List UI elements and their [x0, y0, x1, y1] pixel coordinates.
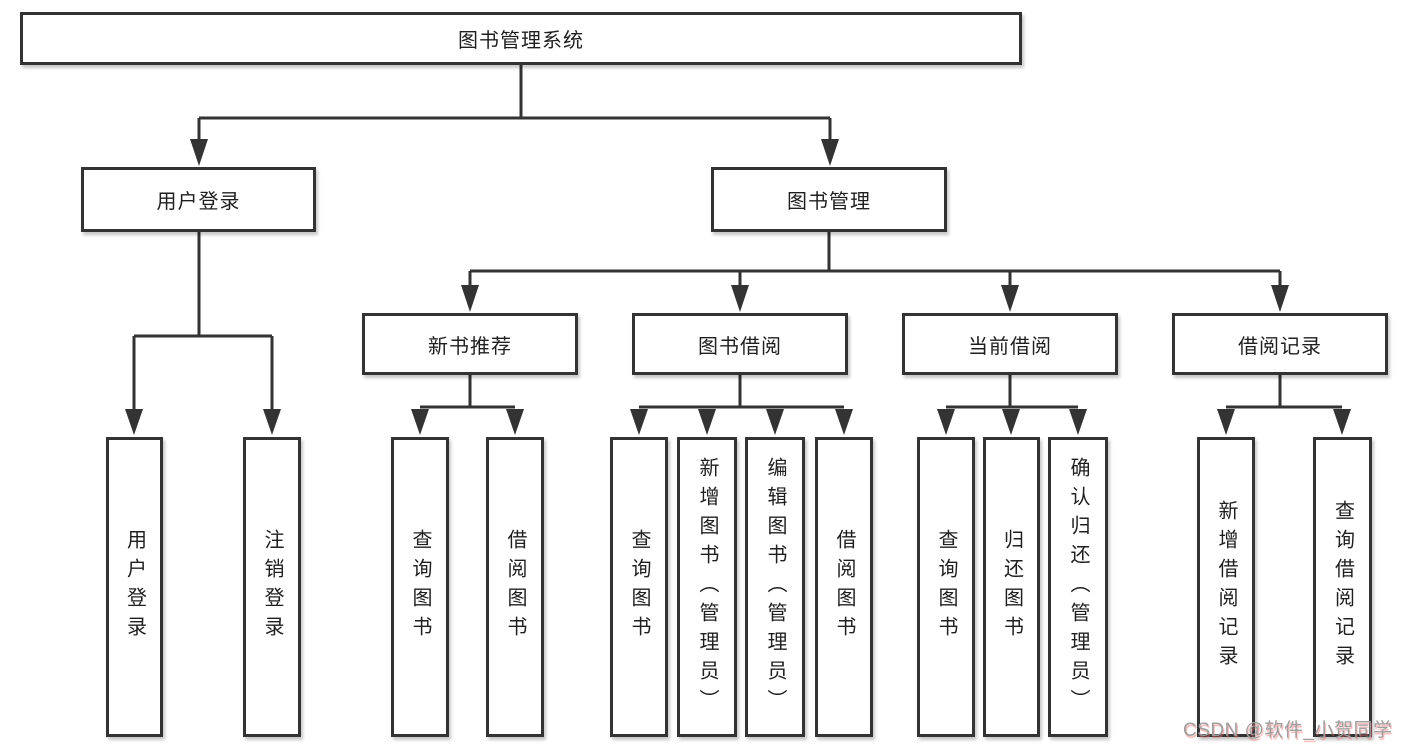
leaf-current-confirm-return-admin: 确认归还（管理员） [1048, 437, 1108, 737]
leaf-borrow-add-book-admin-label: 新增图书（管理员） [696, 456, 718, 718]
node-current-borrow-label: 当前借阅 [968, 335, 1052, 358]
node-book-management-label: 图书管理 [787, 191, 871, 213]
leaf-current-return-books-label: 归还图书 [1000, 529, 1023, 645]
leaf-borrow-edit-book-admin: 编辑图书（管理员） [745, 437, 805, 737]
leaf-current-return-books: 归还图书 [983, 437, 1040, 737]
node-root: 图书管理系统 [20, 12, 1022, 65]
leaf-borrow-borrow-books-label: 借阅图书 [833, 529, 855, 645]
leaf-newbook-query-books-label: 查询图书 [409, 529, 431, 645]
leaf-user-login: 用户登录 [106, 437, 163, 737]
leaf-user-login-label: 用户登录 [123, 529, 146, 645]
node-borrow-records-label: 借阅记录 [1238, 335, 1322, 358]
node-current-borrow: 当前借阅 [902, 313, 1118, 375]
leaf-logout: 注销登录 [243, 437, 301, 737]
leaf-current-query-books: 查询图书 [917, 437, 975, 737]
leaf-borrow-query-books-label: 查询图书 [628, 529, 650, 645]
leaf-borrow-edit-book-admin-label: 编辑图书（管理员） [764, 456, 786, 718]
leaf-newbook-borrow-books: 借阅图书 [486, 437, 544, 737]
leaf-borrow-borrow-books: 借阅图书 [815, 437, 873, 737]
node-book-borrow-label: 图书借阅 [698, 335, 782, 358]
node-root-label: 图书管理系统 [458, 30, 584, 52]
node-user-login: 用户登录 [81, 167, 316, 232]
leaf-records-add-record: 新增借阅记录 [1197, 437, 1255, 737]
node-book-management: 图书管理 [711, 167, 947, 232]
node-new-book-recommend: 新书推荐 [362, 313, 578, 375]
leaf-records-query-record: 查询借阅记录 [1313, 437, 1372, 737]
leaf-current-confirm-return-admin-label: 确认归还（管理员） [1067, 456, 1089, 718]
leaf-logout-label: 注销登录 [261, 529, 283, 645]
leaf-newbook-query-books: 查询图书 [391, 437, 449, 737]
leaf-borrow-query-books: 查询图书 [610, 437, 668, 737]
connector-lines [132, 65, 1342, 410]
arrowheads [125, 139, 1351, 435]
leaf-current-query-books-label: 查询图书 [935, 529, 957, 645]
node-borrow-records: 借阅记录 [1172, 313, 1388, 375]
node-new-book-recommend-label: 新书推荐 [428, 335, 512, 358]
node-user-login-label: 用户登录 [156, 191, 241, 213]
node-book-borrow: 图书借阅 [632, 313, 848, 375]
leaf-borrow-add-book-admin: 新增图书（管理员） [677, 437, 737, 737]
leaf-records-add-record-label: 新增借阅记录 [1215, 500, 1237, 674]
csdn-watermark: CSDN @软件_小贺同学 [1183, 720, 1393, 741]
leaf-newbook-borrow-books-label: 借阅图书 [504, 529, 526, 645]
leaf-records-query-record-label: 查询借阅记录 [1331, 500, 1354, 674]
